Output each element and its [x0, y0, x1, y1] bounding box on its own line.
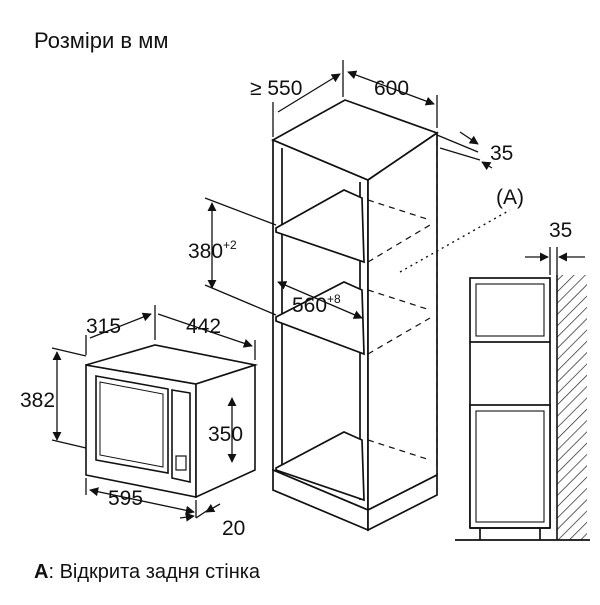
microwave-front-depth-label: 20: [222, 517, 245, 540]
cabinet-dimensions: [204, 60, 493, 319]
microwave-inner-width-label: 442: [186, 315, 221, 338]
cabinet-back-gap-label: 35: [490, 142, 513, 165]
side-section-view: [455, 247, 590, 541]
side-gap-label: 35: [549, 219, 572, 242]
wall-hatch: [557, 275, 587, 540]
legend-note: A: Відкрита задня стінка: [34, 561, 261, 583]
microwave-inner-height-label: 350: [208, 423, 243, 446]
page-title: Розміри в мм: [34, 28, 168, 53]
cabinet-depth-label: ≥ 550: [250, 77, 302, 100]
niche-width-label: 560+8: [292, 292, 341, 317]
callout-a-label: (A): [496, 186, 524, 209]
microwave-dimensions: [51, 305, 256, 522]
cabinet-width-label: 600: [374, 77, 409, 100]
niche-height-label: 380+2: [188, 238, 237, 263]
microwave-width-label: 595: [108, 487, 143, 510]
legend-key: A: [34, 561, 48, 583]
microwave-depth-label: 315: [86, 315, 121, 338]
microwave-height-label: 382: [20, 389, 55, 412]
cabinet-hidden-lines: [367, 140, 438, 470]
microwave-drawing: [85, 344, 259, 499]
